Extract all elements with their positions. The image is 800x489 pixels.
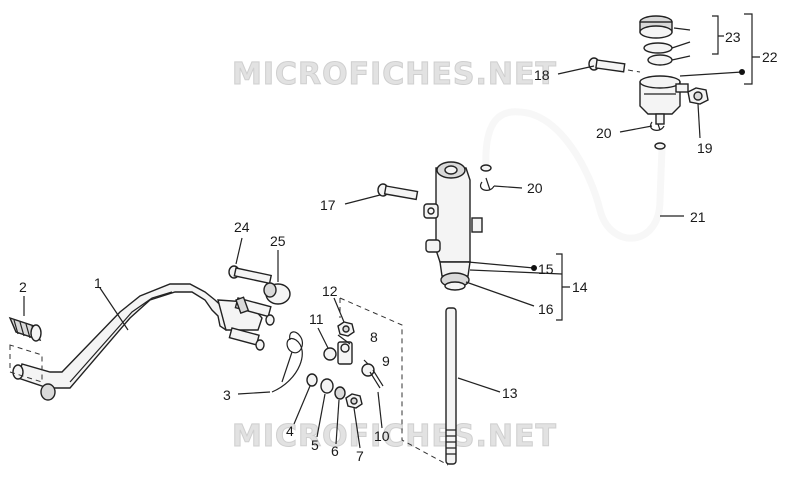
footrest-rubber[interactable] <box>8 316 42 342</box>
callout-12: 12 <box>322 283 338 299</box>
callout-19: 19 <box>697 140 713 156</box>
brake-fluid-hose[interactable] <box>480 108 666 242</box>
bracket-22 <box>744 13 760 85</box>
reservoir-diaphragm[interactable] <box>647 54 673 66</box>
callout-20-lower: 20 <box>527 180 543 196</box>
washer-9[interactable] <box>361 363 375 377</box>
callout-1: 1 <box>94 275 102 291</box>
pedal-pin-guide <box>9 344 43 383</box>
callout-6: 6 <box>331 443 339 459</box>
callout-17: 17 <box>320 197 336 213</box>
callout-11: 11 <box>309 311 324 327</box>
washer-11[interactable] <box>323 347 337 361</box>
watermark-bottom: MICROFICHES.NET <box>232 419 557 454</box>
callout-4: 4 <box>286 423 294 439</box>
leader-dot-22 <box>739 69 745 75</box>
callout-5: 5 <box>311 437 319 453</box>
assembly-guide-box <box>339 297 449 466</box>
leader-dot-14 <box>531 265 537 271</box>
reservoir-seal[interactable] <box>643 42 673 54</box>
screw-17[interactable] <box>377 183 419 201</box>
callout-20-upper: 20 <box>596 125 612 141</box>
nut-19[interactable] <box>687 87 709 105</box>
split-pin-10[interactable] <box>369 369 384 389</box>
callout-10: 10 <box>374 428 390 444</box>
callout-9: 9 <box>382 353 390 369</box>
callout-18: 18 <box>534 67 550 83</box>
watermark-top: MICROFICHES.NET <box>232 57 557 92</box>
rear-brake-master-cylinder[interactable] <box>423 161 483 291</box>
bracket-23 <box>712 15 724 55</box>
return-spring[interactable] <box>271 331 304 393</box>
push-rod[interactable] <box>445 307 457 465</box>
hose-clamp-20-lower[interactable] <box>480 177 495 191</box>
bushing-25[interactable] <box>263 282 291 305</box>
callout-13: 13 <box>502 385 518 401</box>
callout-15: 15 <box>538 261 554 277</box>
callout-8: 8 <box>370 329 378 345</box>
callout-25: 25 <box>270 233 286 249</box>
washer-6[interactable] <box>334 386 346 400</box>
nut-12[interactable] <box>337 321 355 337</box>
nut-7[interactable] <box>345 393 363 409</box>
callout-24: 24 <box>234 219 250 235</box>
callout-7: 7 <box>356 448 364 464</box>
spacer-5[interactable] <box>320 378 334 394</box>
fluid-reservoir[interactable] <box>639 75 689 125</box>
screw-24[interactable] <box>228 265 273 285</box>
callout-16: 16 <box>538 301 554 317</box>
callout-14: 14 <box>572 279 588 295</box>
callout-22: 22 <box>762 49 778 65</box>
screw-18[interactable] <box>588 57 626 73</box>
callout-3: 3 <box>223 387 231 403</box>
callout-21: 21 <box>690 209 706 225</box>
brake-pedal-lever[interactable] <box>12 283 275 401</box>
washer-4[interactable] <box>306 373 318 387</box>
clevis-8[interactable] <box>337 341 353 365</box>
leader-lines <box>23 27 743 449</box>
callout-2: 2 <box>19 279 27 295</box>
fluid-reservoir-cap[interactable] <box>639 15 673 39</box>
callout-23: 23 <box>725 29 741 45</box>
bracket-14 <box>556 253 570 321</box>
